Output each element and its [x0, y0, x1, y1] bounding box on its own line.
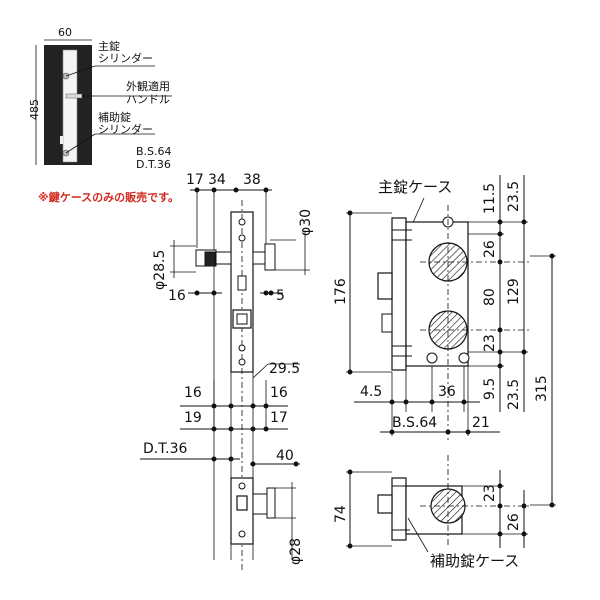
right-handle-rose [264, 243, 276, 271]
dim-16-left: 16 [184, 385, 202, 401]
main-latch [377, 272, 393, 300]
dim-34: 34 [208, 172, 226, 188]
thumb-bs-label: B.S.64 [136, 145, 172, 158]
dim-dt36: D.T.36 [143, 441, 187, 457]
dim-26: 26 [482, 240, 498, 258]
front-view: 17 34 38 φ30 φ28.5 16 [140, 172, 314, 570]
label-main-cylinder-1: 主錠 [98, 39, 120, 53]
dim-phi28-5: φ28.5 [152, 250, 168, 290]
label-main-cylinder-2: シリンダー [98, 51, 153, 65]
label-handle-2: ハンドル [126, 93, 170, 106]
dim-16-upper: 16 [168, 288, 186, 304]
dim-19: 19 [184, 410, 202, 426]
label-handle-1: 外観適用 [126, 79, 170, 93]
label-aux-cylinder-1: 補助錠 [98, 110, 131, 124]
thumb-dt-label: D.T.36 [136, 158, 171, 171]
dim-phi30: φ30 [298, 209, 314, 236]
dim-5: 5 [276, 288, 285, 304]
main-case-faceplate [391, 217, 407, 371]
dim-17: 17 [186, 172, 204, 188]
dim-38: 38 [243, 172, 261, 188]
aux-case-faceplate [391, 477, 407, 541]
thumb-height-label: 485 [28, 99, 41, 120]
dim-129: 129 [506, 278, 522, 305]
dim-17-lower: 17 [270, 410, 288, 426]
dim-29-5: 29.5 [269, 361, 300, 377]
aux-case-label: 補助錠ケース [430, 552, 519, 570]
dim-40: 40 [276, 448, 294, 464]
dim-phi28: φ28 [288, 538, 304, 565]
dim-21: 21 [472, 415, 490, 431]
thumb-width-label: 60 [58, 26, 72, 39]
main-case-label: 主錠ケース [378, 178, 452, 196]
dim-315: 315 [534, 375, 550, 402]
dim-bs64: B.S.64 [392, 415, 437, 431]
dim-9-5: 9.5 [482, 378, 498, 400]
dim-36: 36 [438, 384, 456, 400]
aux-cylinder-rose [266, 487, 276, 519]
notice-text: ※鍵ケースのみの販売です。 [38, 190, 179, 204]
label-aux-cylinder-2: シリンダー [98, 122, 153, 136]
dim-23-5-bottom: 23.5 [506, 379, 522, 410]
dim-23-5-top: 23.5 [506, 181, 522, 212]
dim-16-right: 16 [270, 385, 288, 401]
dim-11-5: 11.5 [482, 183, 498, 214]
faceplate [62, 49, 78, 163]
dim-aux-23: 23 [482, 484, 498, 502]
dim-74: 74 [333, 505, 349, 523]
dim-23: 23 [482, 334, 498, 352]
dim-4-5: 4.5 [360, 384, 382, 400]
dim-176: 176 [333, 278, 349, 305]
handle-icon [65, 93, 83, 99]
dim-aux-26: 26 [506, 513, 522, 531]
side-view: 主錠ケース 176 4.5 36 [333, 175, 556, 570]
aux-latch [60, 136, 63, 144]
door-thumbnail: 60 485 主錠 シリンダー 外観適用 ハンドル 補助錠 シリンダー B.S.… [28, 26, 172, 171]
dim-80: 80 [482, 288, 498, 306]
